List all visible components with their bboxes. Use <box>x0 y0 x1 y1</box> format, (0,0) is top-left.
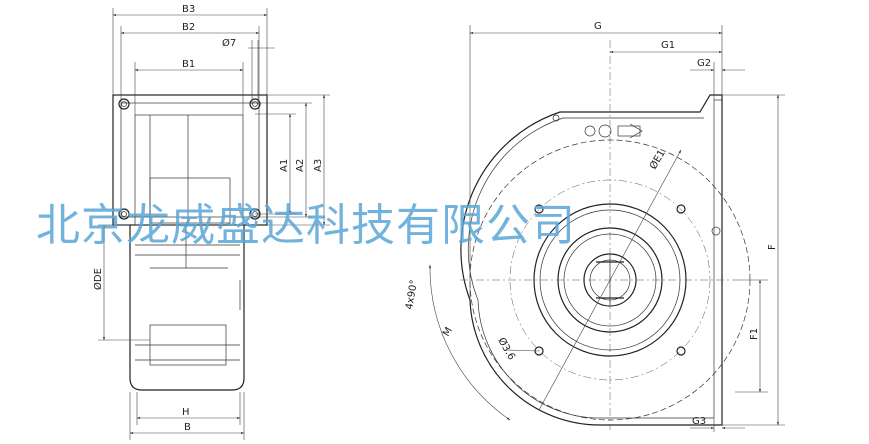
side-view: B3 B2 Ø7 B1 A1 A2 A3 ØDE <box>92 4 330 440</box>
dim-phi7: Ø7 <box>222 37 236 49</box>
dim-h: H <box>182 407 190 418</box>
dim-b1: B1 <box>182 59 195 70</box>
certification-logo-icon <box>598 124 612 138</box>
dim-b2: B2 <box>182 22 195 33</box>
watermark-text: 北京龙威盛达科技有限公司 <box>36 200 576 251</box>
dim-g3: G3 <box>692 416 706 427</box>
dim-g: G <box>594 21 602 32</box>
mount-hole-tr <box>249 98 261 110</box>
mount-hole-tl <box>118 98 130 110</box>
dim-angle: 4x90° <box>404 279 420 310</box>
dim-a1: A1 <box>279 159 290 172</box>
dim-b3: B3 <box>182 4 195 15</box>
brand-logo-icon <box>584 125 596 137</box>
dim-b: B <box>184 422 191 433</box>
dim-hole: Ø3.6 <box>495 336 517 363</box>
dim-g1: G1 <box>661 40 675 51</box>
dim-f1: F1 <box>749 328 760 340</box>
dim-f: F <box>767 244 778 250</box>
dim-a3: A3 <box>313 159 324 172</box>
dim-g2: G2 <box>697 58 711 69</box>
front-view: G G1 G2 G3 F F1 ØE1 Ø3.6 4x90° M <box>404 21 785 432</box>
side-housing <box>129 225 245 391</box>
mount-hole-bl <box>118 208 130 220</box>
rotation-arrow-icon <box>617 123 643 139</box>
dim-a2: A2 <box>295 159 306 172</box>
dim-de: ØDE <box>92 268 104 290</box>
